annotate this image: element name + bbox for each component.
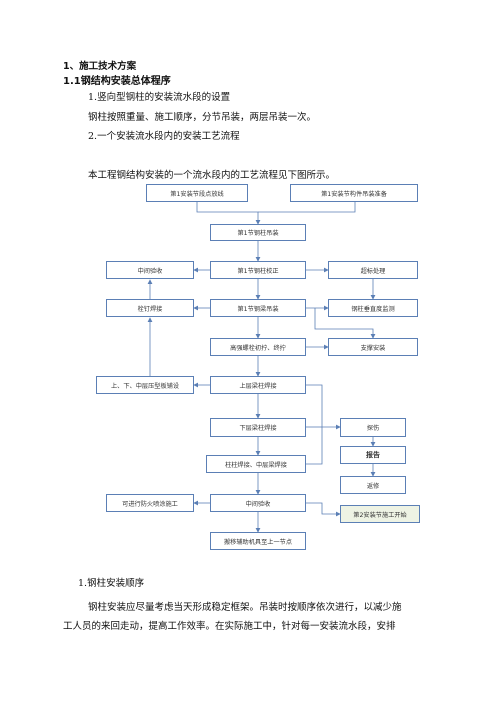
body-line-2: 工人员的来回走动，提高工作效率。在实际施工中，针对每一安装流水段，安排 xyxy=(63,621,396,632)
flow-box-report: 报告 xyxy=(340,446,406,464)
item-1-heading: 1.竖向型钢柱的安装流水段的设置 xyxy=(88,92,231,103)
flow-box-beam-hoist: 第1节钢梁吊装 xyxy=(210,299,306,317)
flow-box-lower-weld: 下层梁柱焊接 xyxy=(210,418,306,437)
flow-box-midway-inspection-1: 中间验收 xyxy=(106,261,194,279)
flow-box-stud-welding: 栓钉焊接 xyxy=(106,299,194,317)
flow-box-next-section-start: 第2安装节施工开始 xyxy=(340,505,420,523)
section-heading: 1、施工技术方案 xyxy=(63,61,137,72)
item-2-heading: 2.一个安装流水段内的安装工艺流程 xyxy=(88,131,240,142)
flow-box-column-weld: 柱柱焊接、中层梁焊接 xyxy=(206,455,306,473)
flow-box-brace-install: 支撑安装 xyxy=(328,338,418,356)
flow-box-bolt-tightening: 高强螺栓初拧、终拧 xyxy=(210,338,306,356)
body-line-1: 钢柱安装应尽量考虑当天形成稳定框架。吊装时按顺序依次进行，以减少施 xyxy=(88,602,402,613)
flow-box-layout-setting-out: 第1安装节段点放线 xyxy=(146,184,248,202)
flow-box-out-of-tolerance: 超标处理 xyxy=(328,261,418,279)
flow-box-deck-laying: 上、下、中层压型板铺设 xyxy=(96,376,194,394)
flow-box-upper-weld: 上层梁柱焊接 xyxy=(210,376,306,394)
flow-box-fireproof-spray: 可进行防火喷涂施工 xyxy=(106,494,194,512)
item-3-heading: 1.钢柱安装顺序 xyxy=(78,578,145,589)
flow-box-column-correction: 第1节钢柱校正 xyxy=(210,261,306,279)
flow-intro-text: 本工程钢结构安装的一个流水段内的工艺流程见下图所示。 xyxy=(88,170,336,181)
item-1-text: 钢柱按照重量、施工顺序，分节吊装，两层吊装一次。 xyxy=(88,112,317,123)
flow-box-repair: 返修 xyxy=(340,476,406,494)
subsection-heading: 1.1钢结构安装总体程序 xyxy=(63,76,171,87)
flow-box-move-equipment: 搬移辅助机具至上一节点 xyxy=(210,532,306,550)
flow-box-verticality-monitor: 钢柱垂直度监测 xyxy=(328,299,418,317)
flow-box-column-hoist: 第1节钢柱吊装 xyxy=(210,224,306,241)
flow-box-flaw-detection: 探伤 xyxy=(340,418,406,437)
flow-box-midway-inspection-2: 中间验收 xyxy=(210,494,306,512)
flow-box-hoist-prep: 第1安装节构件吊装准备 xyxy=(290,184,418,202)
